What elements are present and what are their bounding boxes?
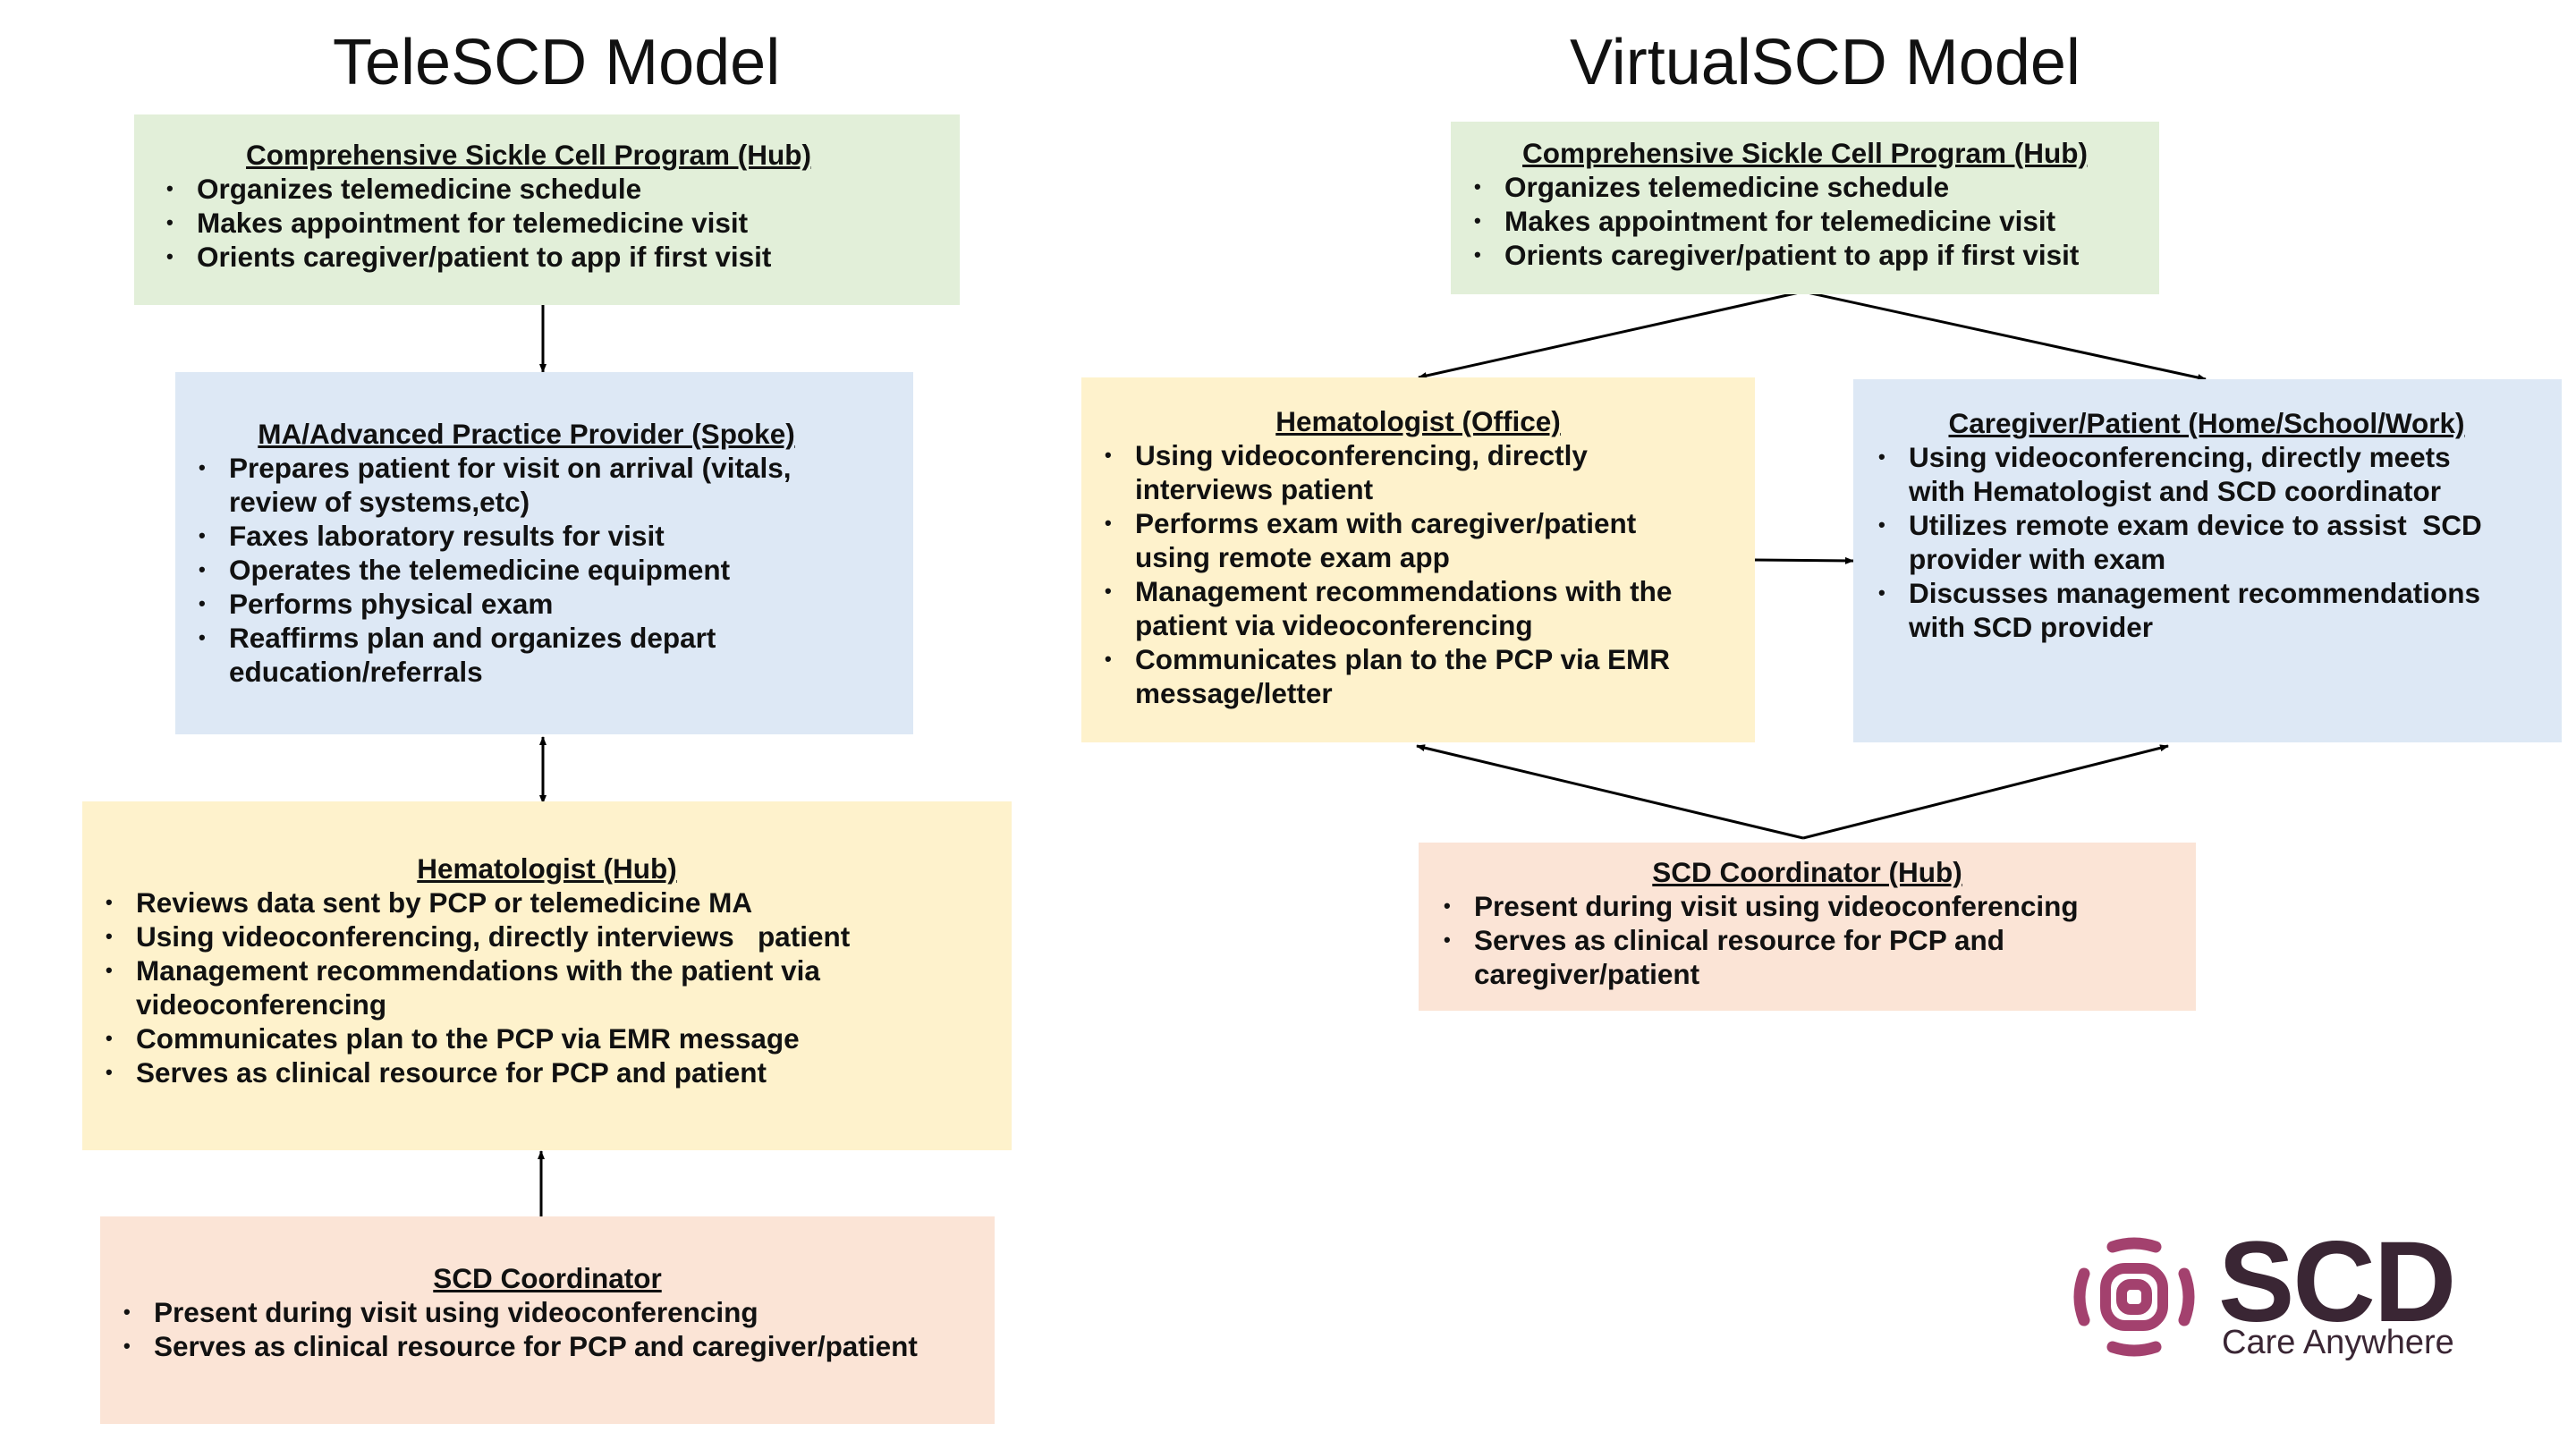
arrow-hematologist-to-caregiver xyxy=(1754,556,1854,564)
list-item: Present during visit using videoconferen… xyxy=(1444,889,2118,923)
list-item: Serves as clinical resource for PCP and … xyxy=(1444,923,2046,991)
list-item: Performs exam with caregiver/patient usi… xyxy=(1105,506,1707,574)
list-item: Organizes telemedicine schedule xyxy=(1474,170,2159,204)
scd-logo-mark-icon xyxy=(2073,1237,2195,1357)
virtual-hematologist-box: Hematologist (Office) Using videoconfere… xyxy=(1081,377,1755,742)
list-item: Reviews data sent by PCP or telemedicine… xyxy=(106,886,905,919)
tele-coordinator-title: SCD Coordinator xyxy=(433,1262,662,1294)
list-item: Prepares patient for visit on arrival (v… xyxy=(199,451,855,519)
list-item: Serves as clinical resource for PCP and … xyxy=(106,1055,905,1089)
virtual-coordinator-list: Present during visit using videoconferen… xyxy=(1444,889,2118,991)
tele-spoke-list: Prepares patient for visit on arrival (v… xyxy=(199,451,855,689)
arrow-vhub-to-caregiver xyxy=(1802,290,2207,381)
list-item: Using videoconferencing, directly interv… xyxy=(1105,438,1672,506)
list-item: Communicates plan to the PCP via EMR mes… xyxy=(1105,642,1734,710)
virtual-hematologist-list: Using videoconferencing, directly interv… xyxy=(1105,438,1734,710)
list-item: Faxes laboratory results for visit xyxy=(199,519,855,553)
list-item: Using videoconferencing, directly interv… xyxy=(106,919,905,953)
tele-hub-box: Comprehensive Sickle Cell Program (Hub) … xyxy=(134,114,960,305)
tele-hub-list: Organizes telemedicine schedule Makes ap… xyxy=(166,172,960,274)
virtual-hub-box: Comprehensive Sickle Cell Program (Hub) … xyxy=(1451,122,2159,294)
tele-coordinator-list: Present during visit using videoconferen… xyxy=(123,1295,995,1363)
tele-hematologist-list: Reviews data sent by PCP or telemedicine… xyxy=(106,886,905,1089)
virtual-coordinator-box: SCD Coordinator (Hub) Present during vis… xyxy=(1419,843,2196,1011)
virtualscd-model-title: VirtualSCD Model xyxy=(1570,27,2080,98)
telescd-model-title: TeleSCD Model xyxy=(333,27,781,98)
tele-hub-title: Comprehensive Sickle Cell Program (Hub) xyxy=(246,139,811,171)
arrow-coordinator-to-hematologist-v xyxy=(1416,744,1804,840)
list-item: Management recommendations with the pati… xyxy=(1105,574,1734,642)
tele-spoke-box: MA/Advanced Practice Provider (Spoke) Pr… xyxy=(175,372,913,734)
scd-care-anywhere-logo: SCD Care Anywhere xyxy=(2066,1225,2478,1368)
list-item: Performs physical exam xyxy=(199,587,855,621)
arrow-coordinator-to-caregiver xyxy=(1802,744,2169,840)
virtual-caregiver-list: Using videoconferencing, directly meets … xyxy=(1878,440,2535,644)
logo-wordmark: SCD xyxy=(2218,1218,2456,1346)
virtual-hematologist-title: Hematologist (Office) xyxy=(1275,405,1561,437)
list-item: Utilizes remote exam device to assist SC… xyxy=(1878,508,2535,576)
list-item: Serves as clinical resource for PCP and … xyxy=(123,1329,995,1363)
list-item: Operates the telemedicine equipment xyxy=(199,553,855,587)
list-item: Discusses management recommendations wit… xyxy=(1878,576,2535,644)
logo-tagline: Care Anywhere xyxy=(2222,1324,2454,1361)
list-item: Management recommendations with the pati… xyxy=(106,953,869,1021)
virtual-hub-list: Organizes telemedicine schedule Makes ap… xyxy=(1474,170,2159,272)
virtual-caregiver-title: Caregiver/Patient (Home/School/Work) xyxy=(1948,407,2465,439)
list-item: Makes appointment for telemedicine visit xyxy=(166,206,960,240)
virtual-caregiver-box: Caregiver/Patient (Home/School/Work) Usi… xyxy=(1853,379,2562,742)
list-item: Orients caregiver/patient to app if firs… xyxy=(1474,238,2159,272)
list-item: Communicates plan to the PCP via EMR mes… xyxy=(106,1021,905,1055)
list-item: Orients caregiver/patient to app if firs… xyxy=(166,240,960,274)
tele-hematologist-title: Hematologist (Hub) xyxy=(417,852,677,885)
list-item: Makes appointment for telemedicine visit xyxy=(1474,204,2159,238)
virtual-hub-title: Comprehensive Sickle Cell Program (Hub) xyxy=(1522,137,2088,169)
list-item: Organizes telemedicine schedule xyxy=(166,172,960,206)
tele-spoke-title: MA/Advanced Practice Provider (Spoke) xyxy=(258,418,795,450)
list-item: Reaffirms plan and organizes depart educ… xyxy=(199,621,766,689)
tele-coordinator-box: SCD Coordinator Present during visit usi… xyxy=(100,1216,995,1424)
list-item: Present during visit using videoconferen… xyxy=(123,1295,995,1329)
virtual-coordinator-title: SCD Coordinator (Hub) xyxy=(1652,856,1962,888)
arrow-vhub-to-hematologist xyxy=(1418,290,1804,379)
list-item: Using videoconferencing, directly meets … xyxy=(1878,440,2490,508)
tele-hematologist-box: Hematologist (Hub) Reviews data sent by … xyxy=(82,801,1012,1150)
